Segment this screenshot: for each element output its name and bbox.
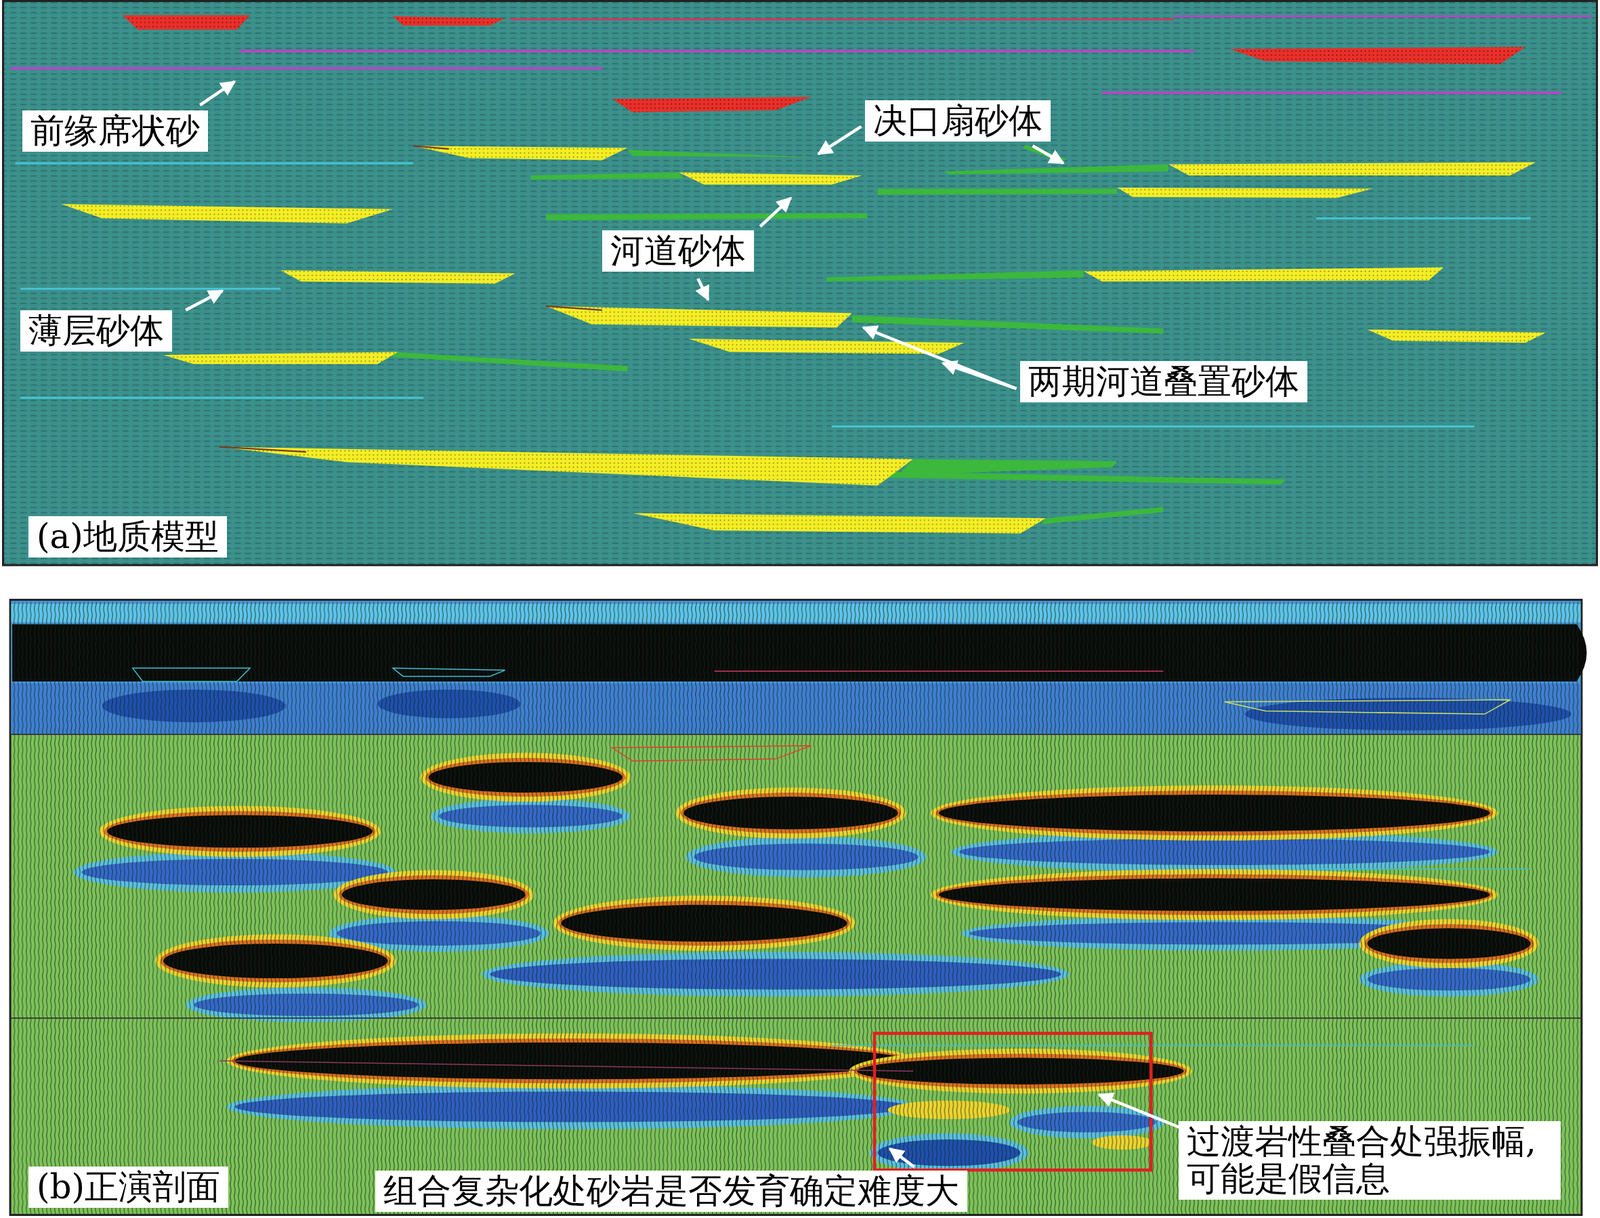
thin-sand-line [20,396,424,399]
geologic-model [3,1,1598,566]
thin-sand-line [831,425,1475,428]
panel-caption: (b)正演剖面 [28,1166,229,1208]
crevasse-splay [392,352,628,372]
channel-base-line [413,145,450,150]
leader-arrow [890,1094,1183,1168]
callout-box: 河道砂体 [602,230,754,272]
model-overlay [132,667,1531,1071]
callout-box: 组合复杂化处砂岩是否发育确定难度大 [375,1170,968,1212]
channel-base-line [219,447,307,453]
model-overlay [1224,699,1511,714]
highlight-box [874,1033,1151,1170]
channel-sand-body [163,352,398,365]
leader-arrow [862,327,1017,389]
channel-sand-body [1367,329,1547,343]
thin-sand-line [1316,217,1531,220]
channel-sand-body [1117,187,1373,198]
callout-box: 过渡岩性叠合处强振幅, 可能是假信息 [1178,1121,1561,1200]
channel-sand-body [219,447,914,486]
leader-arrow [942,363,1017,389]
callout-text: 组合复杂化处砂岩是否发育确定难度大 [383,1172,960,1210]
crevasse-splay [826,270,1084,282]
trace-wiggles [11,601,1582,1214]
sheet-sand-line [1173,15,1592,18]
callout-text: 薄层砂体 [28,312,164,350]
model-overlay [219,1060,914,1071]
leader-arrow [818,126,861,155]
geologic-model [3,1,1598,566]
horizon-line [10,1017,1582,1019]
model-overlay [132,667,250,682]
crevasse-splay [1041,506,1164,525]
figure-panel: (a)地质模型 前缘席状砂 决口扇砂体河道砂体薄层砂体两期河道叠置砂体 [3,0,1598,567]
leader-arrow [760,197,791,227]
leader-arrow [185,290,223,311]
crevasse-splay [545,213,868,221]
red-sand-body [1229,46,1526,65]
sheet-sand-line [510,18,1174,21]
crevasse-splay [943,163,1168,175]
channel-sand-body [1083,267,1445,282]
crevasse-splay [877,188,1118,196]
thin-sand-line [15,163,1531,427]
callout-box: 决口扇砂体 [865,100,1051,142]
red-sand-body [612,96,812,113]
callout-text: 过渡岩性叠合处强振幅, 可能是假信息 [1186,1123,1553,1198]
model-overlay [713,670,1164,672]
crevasse-splay [867,471,1286,486]
sheet-sand-line [1102,91,1562,95]
sheet-sand-line [10,16,1592,93]
callout-text: 两期河道叠置砂体 [1028,363,1300,401]
callout-text: 前缘席状砂 [30,112,200,150]
model-overlay [392,667,506,677]
sheet-sand-line [239,49,1194,53]
leader-arrow [1098,1094,1182,1129]
leader-arrow [1032,145,1063,164]
crevasse-splay [627,149,817,158]
sheet-sand-line [10,67,603,70]
model-overlay [1316,868,1531,870]
channel-sand-body [545,306,853,328]
crevasse-splay [852,314,1164,334]
horizon-line [10,733,1582,735]
channel-sand-body [413,145,628,160]
model-overlay [612,745,812,762]
leader-arrow [185,81,1063,389]
seismic-section [10,599,1582,1215]
seismic-section [10,599,1587,1215]
leader-arrow [199,81,235,105]
panel-caption: (a)地质模型 [28,516,227,558]
thin-sand-line [20,287,281,290]
callout-text: 决口扇砂体 [873,102,1043,140]
crevasse-splay [530,172,684,180]
leader-arrow [697,278,708,301]
callout-box: 两期河道叠置砂体 [1020,361,1308,403]
red-sand-body [122,15,250,30]
channel-sand-body [60,203,393,224]
red-sand-body [122,15,1526,113]
callout-box: 前缘席状砂 [22,110,208,152]
channel-sand-body [280,270,515,284]
channel-sand-body [60,145,1546,534]
thin-sand-line [15,161,414,164]
callout-box: 薄层砂体 [20,310,173,352]
channel-base-line [545,306,603,311]
channel-sand-body [632,512,1046,534]
leader-arrow [890,1148,915,1168]
channel-sand-body [1168,161,1536,176]
callout-text: 河道砂体 [610,232,746,270]
model-overlay [831,1045,1475,1047]
figure-panel: (b)正演剖面 过渡岩性叠合处强振幅, 可能是假信息组合复杂化处砂岩是否发育确定难… [10,598,1582,1215]
channel-base-line [219,145,603,452]
red-sand-body [392,16,506,26]
channel-sand-body [678,172,863,185]
